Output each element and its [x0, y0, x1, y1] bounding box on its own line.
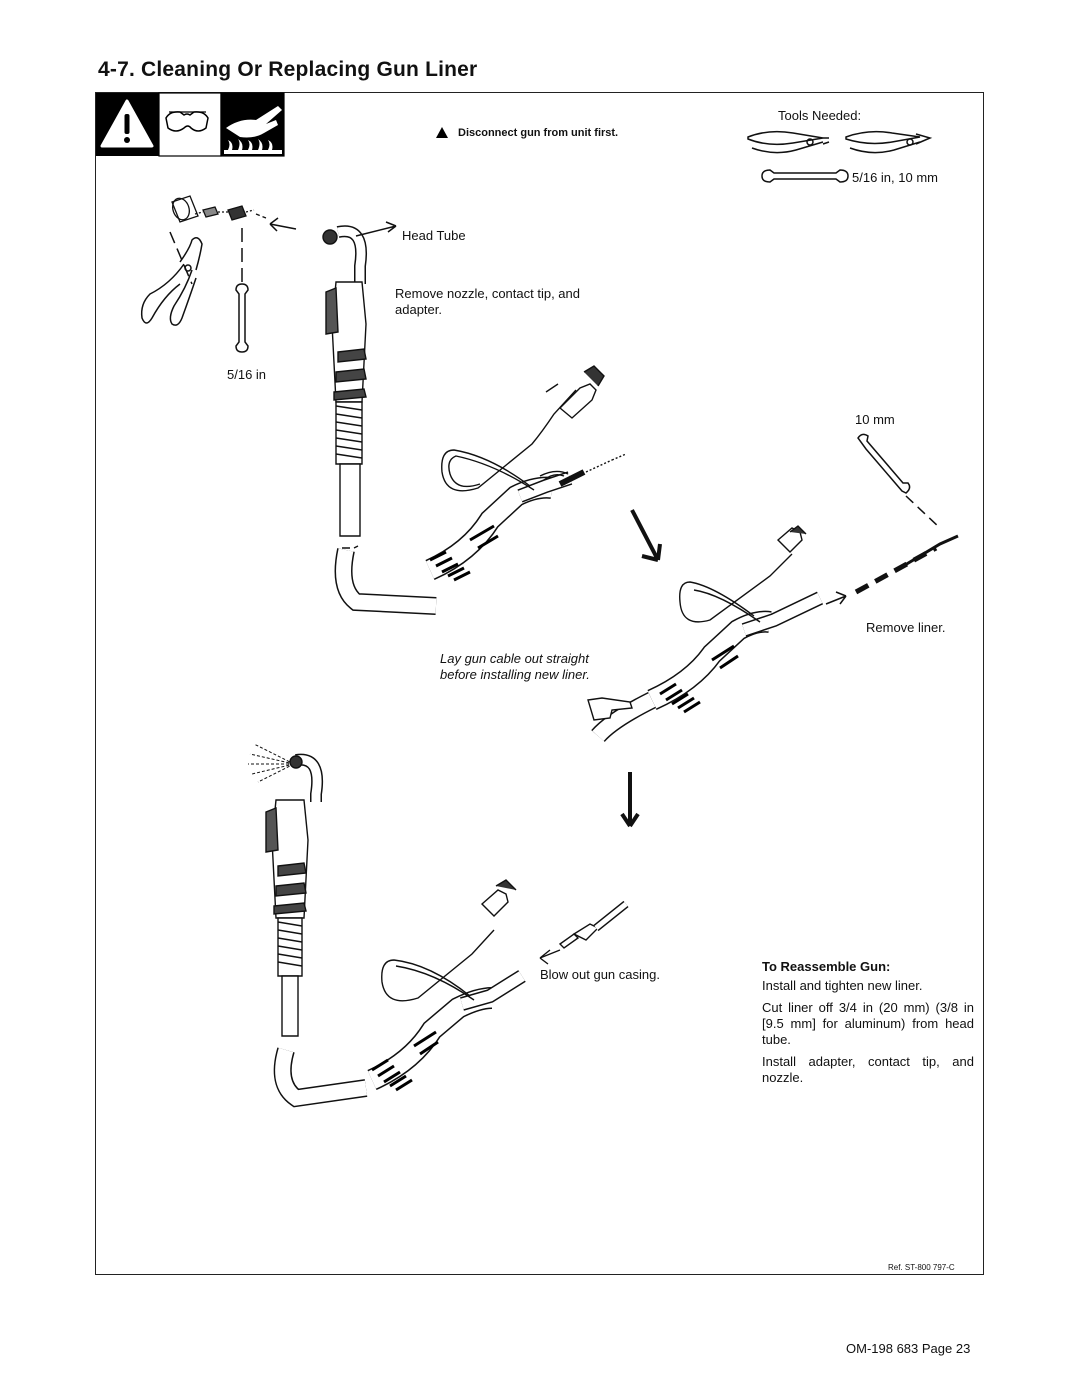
reassemble-steps: Install and tighten new liner. Cut liner… [762, 978, 974, 1092]
lay-cable-text-line1: Lay gun cable out straight [440, 651, 589, 666]
blow-out-text: Blow out gun casing. [540, 967, 660, 982]
wrench-10mm-icon [857, 433, 941, 529]
procedure-frame [95, 92, 984, 1275]
wrench-sizes-label: 5/16 in, 10 mm [852, 170, 938, 185]
nozzle-tip-parts [171, 195, 267, 223]
warning-bullet-icon [436, 127, 448, 138]
warning-text: Disconnect gun from unit first. [458, 127, 619, 139]
gun-cable-bottom [367, 879, 526, 1092]
pointing-hand-icon [587, 697, 633, 721]
air-blow-spray [248, 743, 295, 783]
gun-upright-top [322, 221, 437, 615]
down-arrow-icon-2 [620, 772, 640, 828]
down-arrow-icon [630, 509, 662, 562]
remove-parts-text: Remove nozzle, contact tip, and adapter. [395, 286, 580, 317]
tools-heading: Tools Needed: [778, 108, 862, 123]
wrench-516-icon [235, 228, 249, 353]
wrench-10mm-label: 10 mm [855, 412, 895, 427]
hot-surface-hand-icon [220, 92, 285, 157]
needle-nose-pliers-icon [845, 130, 933, 154]
reassemble-step-2: Cut liner off 3/4 in (20 mm) (3/8 in [9.… [762, 1000, 974, 1047]
lay-cable-text-line2: before installing new liner. [440, 667, 590, 682]
page-footer: OM-198 683 Page 23 [846, 1341, 971, 1356]
remove-liner-text: Remove liner. [866, 620, 946, 635]
open-end-wrench-icon [761, 169, 849, 183]
reassemble-step-3: Install adapter, contact tip, and nozzle… [762, 1054, 974, 1085]
pliers-icon [747, 130, 830, 154]
reassemble-step-1: Install and tighten new liner. [762, 978, 923, 993]
liner-removal [825, 534, 959, 605]
slip-joint-pliers-icon [140, 231, 203, 326]
head-tube-label: Head Tube [402, 228, 466, 243]
air-nozzle-icon [539, 900, 629, 965]
gun-cable-right [591, 525, 824, 743]
arrow-icon [269, 217, 297, 232]
reassemble-heading: To Reassemble Gun: [762, 959, 891, 974]
reference-number: Ref. ST-800 797-C [888, 1263, 955, 1272]
warning-triangle-icon [96, 93, 159, 156]
safety-glasses-icon [158, 92, 222, 157]
page-title: 4-7. Cleaning Or Replacing Gun Liner [98, 58, 478, 81]
gun-upright-bottom [265, 753, 368, 1108]
wrench-516-label: 5/16 in [227, 367, 267, 382]
gun-cable-middle [425, 365, 627, 582]
